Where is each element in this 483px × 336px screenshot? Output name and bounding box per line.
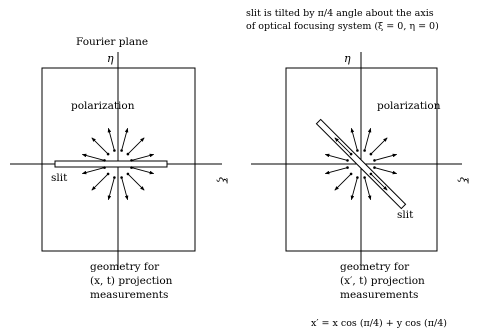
right-polarization-arrow-tail-dot <box>369 172 373 176</box>
right-polarization-arrow <box>364 127 372 151</box>
right-caption-line-2: (x′, t) projection <box>340 275 425 287</box>
left-polarization-arrow <box>121 177 129 201</box>
right-header-line-1: slit is tilted by π/4 angle about the ax… <box>246 8 434 19</box>
right-polarization-arrow <box>350 177 358 201</box>
left-polarization-arrow-tail-dot <box>113 149 116 152</box>
left-polarization-arrow-tail-dot <box>113 176 116 179</box>
right-header-line-2: of optical focusing system (ξ = 0, η = 0… <box>246 21 439 32</box>
left-slit-label: slit <box>51 172 68 184</box>
right-polarization-arrow-tail-dot <box>373 166 376 169</box>
right-xi-label: ξ <box>457 177 470 184</box>
right-polarization-arrow <box>364 177 372 201</box>
right-polarization-arrow <box>370 137 388 155</box>
right-polarization-arrow <box>370 173 388 191</box>
left-polarization-arrow-tail-dot <box>120 149 123 152</box>
left-polarization-arrow <box>91 173 109 191</box>
right-slit-label: slit <box>397 209 414 221</box>
left-polarization-arrow <box>81 167 105 175</box>
left-polarization-arrow-tail-dot <box>130 166 133 169</box>
right-polarization-arrow-tail-dot <box>346 166 349 169</box>
right-polarization-arrow <box>334 173 352 191</box>
left-polarization-label: polarization <box>71 100 135 112</box>
right-polarization-arrow-tail-dot <box>356 176 359 179</box>
right-polarization-arrows <box>324 127 398 201</box>
right-eta-label: η <box>344 52 351 65</box>
left-polarization-arrow-tail-dot <box>126 152 130 156</box>
right-caption-line-1: geometry for <box>340 261 410 273</box>
left-caption-line-2: (x, t) projection <box>90 275 173 287</box>
right-polarization-arrow-tail-dot <box>373 159 376 162</box>
right-polarization-arrow <box>374 153 398 161</box>
left-polarization-arrow <box>107 127 115 151</box>
left-polarization-arrows <box>81 127 155 201</box>
right-caption-line-3: measurements <box>340 289 419 301</box>
right-polarization-arrow <box>334 137 352 155</box>
right-polarization-arrow <box>324 153 348 161</box>
left-polarization-arrow <box>131 167 155 175</box>
left-eta-label: η <box>107 52 114 65</box>
left-polarization-arrow-tail-dot <box>126 172 130 176</box>
right-polarization-arrow <box>374 167 398 175</box>
left-xi-label: ξ <box>216 177 229 184</box>
right-polarization-arrow-tail-dot <box>346 159 349 162</box>
right-polarization-arrow-tail-dot <box>363 149 366 152</box>
left-polarization-arrow <box>91 137 109 155</box>
left-polarization-arrow-tail-dot <box>106 152 110 156</box>
right-polarization-arrow-tail-dot <box>363 176 366 179</box>
left-polarization-arrow <box>127 137 145 155</box>
right-polarization-arrow-tail-dot <box>349 172 353 176</box>
left-polarization-arrow <box>81 153 105 161</box>
right-polarization-arrow-tail-dot <box>349 152 353 156</box>
right-polarization-arrow-tail-dot <box>369 152 373 156</box>
left-polarization-arrow <box>121 127 129 151</box>
left-polarization-arrow <box>127 173 145 191</box>
right-polarization-arrow-tail-dot <box>356 149 359 152</box>
right-polarization-label: polarization <box>377 100 441 112</box>
left-title: Fourier plane <box>76 36 149 48</box>
left-caption-line-3: measurements <box>90 289 169 301</box>
right-polarization-arrow <box>324 167 348 175</box>
left-polarization-arrow <box>131 153 155 161</box>
left-polarization-arrow-tail-dot <box>130 159 133 162</box>
left-slit <box>54 160 168 168</box>
left-polarization-arrow-tail-dot <box>106 172 110 176</box>
left-caption-line-1: geometry for <box>90 261 160 273</box>
left-polarization-arrow-tail-dot <box>103 166 106 169</box>
left-polarization-arrow <box>107 177 115 201</box>
right-formula: x′ = x cos (π/4) + y cos (π/4) <box>311 318 447 329</box>
left-polarization-arrow-tail-dot <box>103 159 106 162</box>
left-polarization-arrow-tail-dot <box>120 176 123 179</box>
right-polarization-arrow <box>350 127 358 151</box>
